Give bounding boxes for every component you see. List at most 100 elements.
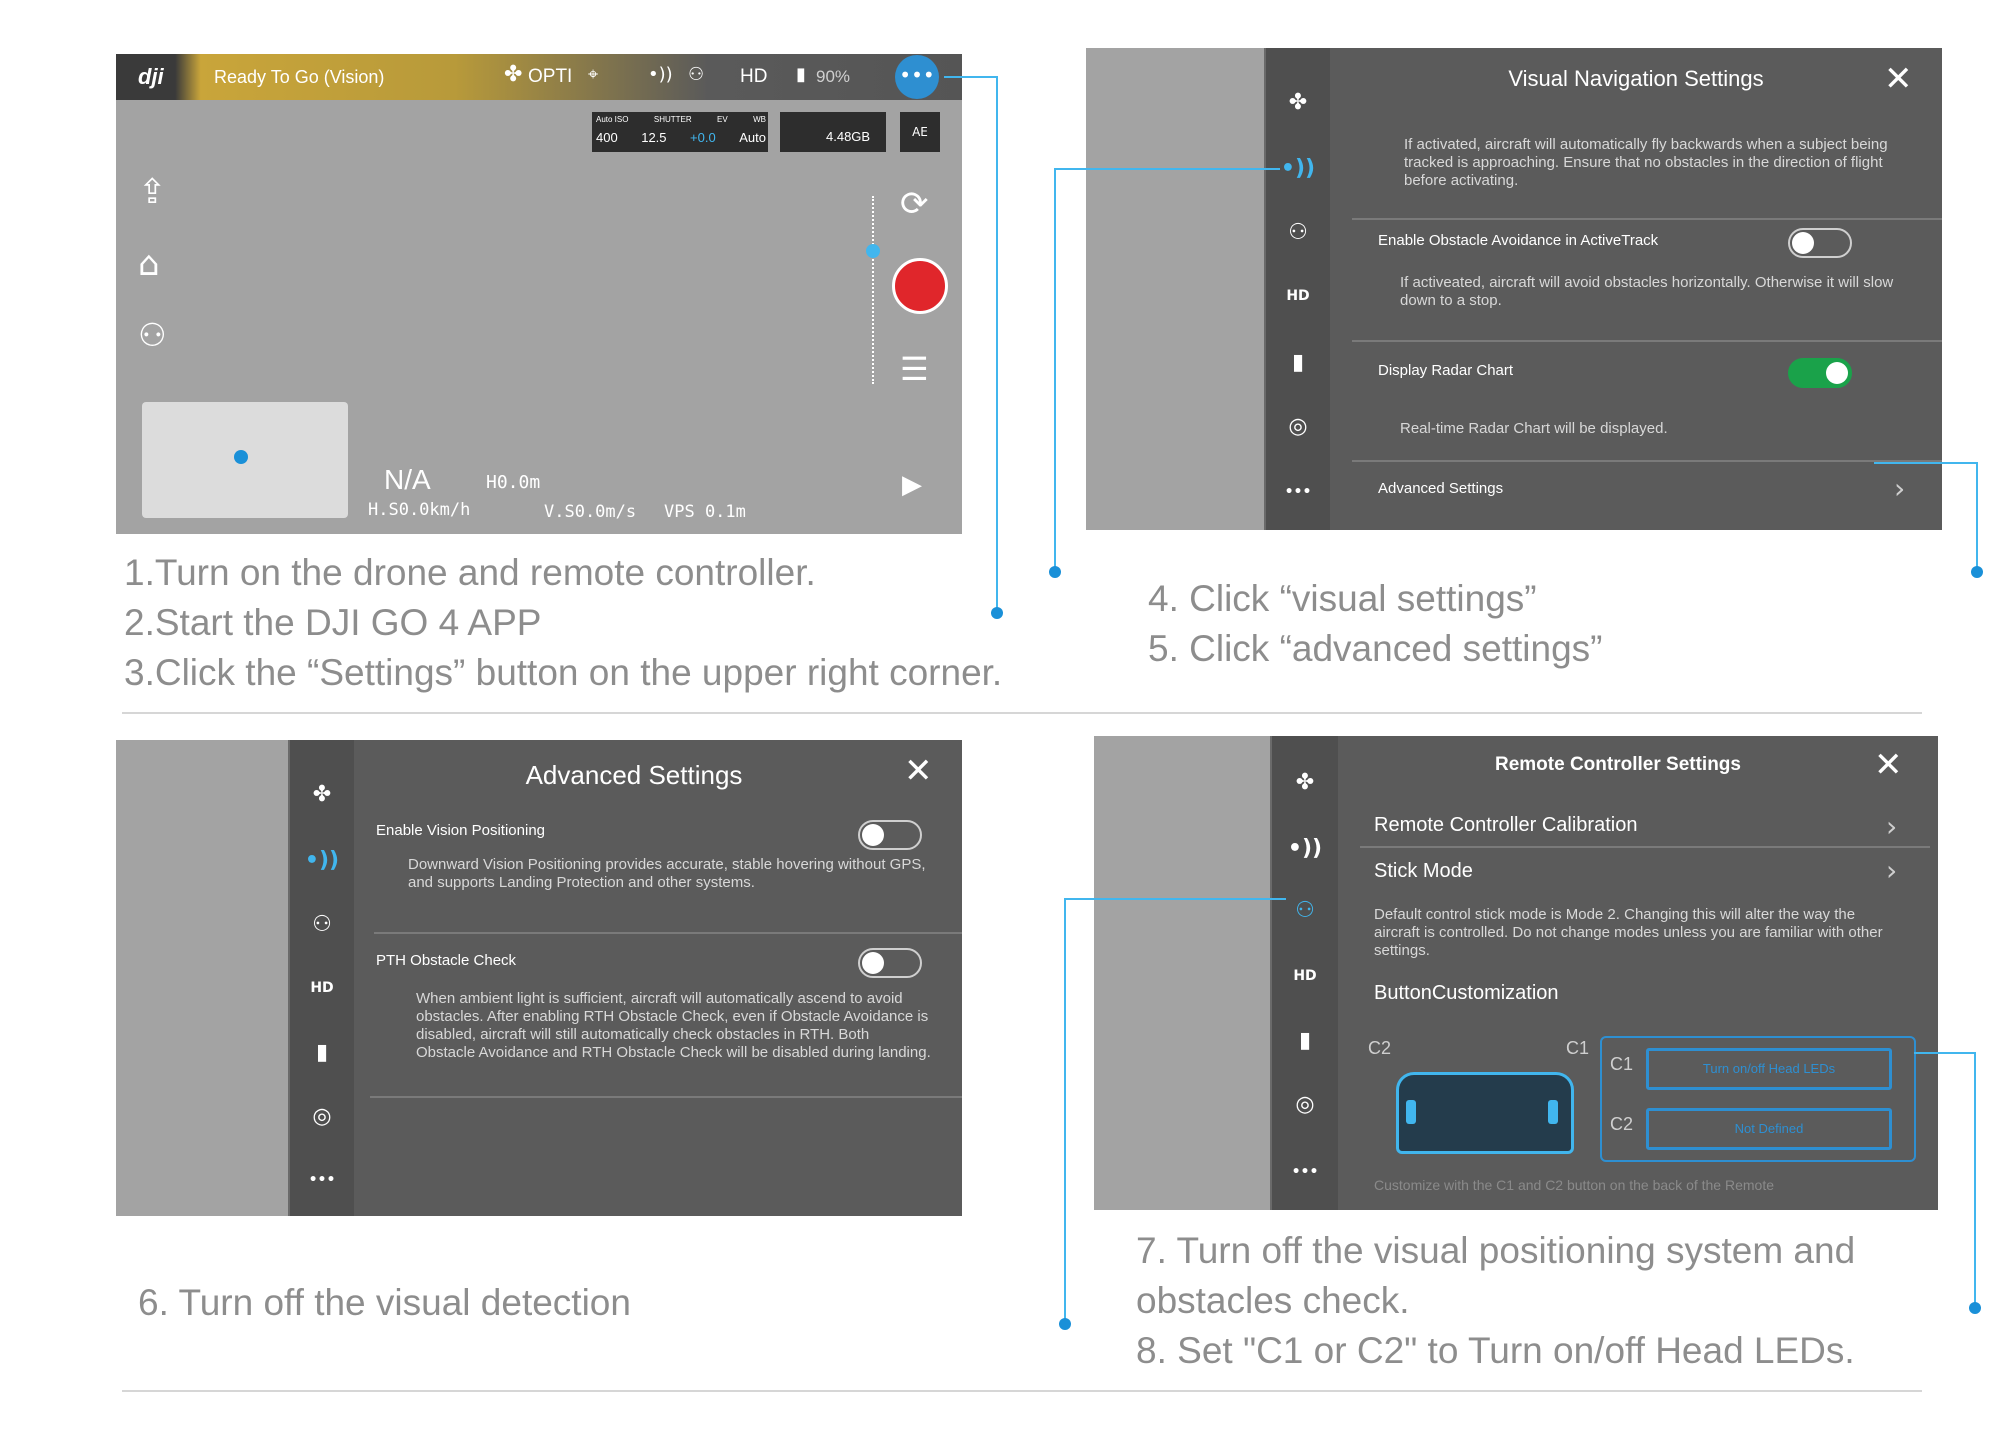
return-home-icon[interactable]: ⌂ <box>138 244 160 284</box>
close-icon[interactable]: ✕ <box>1884 59 1913 99</box>
ae-label: AE <box>912 125 928 139</box>
ev-header: EV <box>717 115 728 124</box>
remote-controller-icon[interactable]: ⚇ <box>1295 898 1315 923</box>
storage-value: 4.48GB <box>826 129 871 144</box>
pth-obstacle-desc: When ambient light is sufficient, aircra… <box>416 990 931 1061</box>
caption-step-6: 6. Turn off the visual detection <box>138 1282 631 1323</box>
ae-lock-button[interactable]: AE <box>900 112 940 152</box>
chevron-right-icon[interactable]: › <box>1886 854 1898 887</box>
gps-signal-icon: ⌖ <box>588 64 599 85</box>
more-icon[interactable]: ••• <box>1284 484 1312 500</box>
battery-icon[interactable]: ▮ <box>1298 1028 1312 1053</box>
section-divider-2 <box>122 1390 1922 1392</box>
remote-controller-icon[interactable]: ⚇ <box>138 316 167 354</box>
hd-icon[interactable]: HD <box>1293 968 1317 984</box>
callout-line-1-v <box>996 76 998 610</box>
mini-map[interactable] <box>142 402 348 518</box>
caption-steps-7-8: 7. Turn off the visual positioning syste… <box>1136 1226 1976 1376</box>
divider <box>1352 460 1942 462</box>
settings-more-button[interactable]: ••• <box>895 55 939 99</box>
callout-line-4 <box>1064 898 1286 900</box>
hd-icon[interactable]: HD <box>310 980 334 996</box>
caption-step-4: 4. Click “visual settings” <box>1148 578 1537 619</box>
playback-icon[interactable]: ▶ <box>902 470 922 500</box>
visual-navigation-settings-panel: Visual Navigation Settings ✕ If activate… <box>1330 48 1942 530</box>
obstacle-avoidance-label: Enable Obstacle Avoidance in ActiveTrack <box>1378 232 1659 249</box>
callout-line-5-v <box>1974 1052 1976 1306</box>
button-mapping-box: C1 Turn on/off Head LEDs C2 Not Defined <box>1600 1036 1916 1162</box>
caption-steps-4-5: 4. Click “visual settings” 5. Click “adv… <box>1148 574 1948 674</box>
radar-chart-toggle[interactable] <box>1788 358 1852 388</box>
vision-icon[interactable]: •)) <box>1280 156 1316 181</box>
close-icon[interactable]: ✕ <box>904 751 933 791</box>
caption-steps-1-3: 1.Turn on the drone and remote controlle… <box>124 548 1084 698</box>
rc-body-icon <box>1396 1072 1574 1154</box>
record-button-icon[interactable] <box>892 258 948 314</box>
callout-dot-1 <box>991 607 1003 619</box>
c1-label: C1 <box>1610 1054 1634 1074</box>
hd-icon[interactable]: HD <box>1286 288 1310 304</box>
more-icon[interactable]: ••• <box>308 1172 336 1188</box>
advanced-settings-panel: Advanced Settings ✕ Enable Vision Positi… <box>354 740 962 1216</box>
button-customization-label: ButtonCustomization <box>1374 982 1559 1004</box>
vision-positioning-toggle[interactable] <box>858 820 922 850</box>
remote-controller-icon[interactable]: ⚇ <box>1288 220 1308 245</box>
vision-icon[interactable]: •)) <box>304 848 340 873</box>
divider <box>370 1096 962 1098</box>
gimbal-icon[interactable]: ◎ <box>1288 414 1308 439</box>
zoom-slider[interactable] <box>872 196 876 384</box>
more-icon[interactable]: ••• <box>1291 1164 1319 1180</box>
advanced-settings-link[interactable]: Advanced Settings <box>1378 480 1504 497</box>
storage-box: 4.48GB <box>780 112 886 152</box>
vision-positioning-label: Enable Vision Positioning <box>376 822 546 839</box>
gimbal-icon[interactable]: ◎ <box>1295 1092 1315 1117</box>
callout-line-1 <box>944 76 998 78</box>
customize-footer: Customize with the C1 and C2 button on t… <box>1374 1177 1775 1193</box>
aircraft-icon[interactable]: ✤ <box>312 782 332 807</box>
gimbal-icon[interactable]: ◎ <box>312 1104 332 1129</box>
caption-step-3: 3.Click the “Settings” button on the upp… <box>124 652 1003 693</box>
callout-dot-4 <box>1059 1318 1071 1330</box>
c2-function-select[interactable]: Not Defined <box>1646 1108 1892 1150</box>
shutter-header: SHUTTER <box>653 115 692 124</box>
takeoff-icon[interactable]: ⇪ <box>138 172 167 212</box>
radar-chart-desc: Real-time Radar Chart will be displayed. <box>1400 420 1668 437</box>
battery-icon[interactable]: ▮ <box>315 1040 329 1065</box>
vps-readout: VPS 0.1m <box>664 502 746 522</box>
chevron-right-icon[interactable]: › <box>1894 472 1906 505</box>
radar-chart-label: Display Radar Chart <box>1378 362 1514 379</box>
c1-function-select[interactable]: Turn on/off Head LEDs <box>1646 1048 1892 1090</box>
aircraft-icon[interactable]: ✤ <box>1288 90 1308 115</box>
divider <box>374 932 962 934</box>
vision-signal-icon: •)) <box>648 64 673 85</box>
top-status-bar: dji Ready To Go (Vision) ✤ OPTI ⌖ •)) ⚇ … <box>116 54 962 100</box>
camera-params-box: Auto ISO SHUTTER EV WB 400 12.5 +0.0 Aut… <box>592 112 768 152</box>
callout-line-3-v <box>1976 462 1978 570</box>
panel-title: Visual Navigation Settings <box>1508 66 1764 91</box>
vision-icon[interactable]: •)) <box>1287 836 1323 861</box>
chevron-right-icon[interactable]: › <box>1886 810 1898 843</box>
c2-label: C2 <box>1610 1114 1634 1134</box>
callout-dot-3 <box>1971 566 1983 578</box>
aircraft-icon[interactable]: ✤ <box>1295 770 1315 795</box>
callout-line-4-v <box>1064 898 1066 1322</box>
iso-header: Auto ISO <box>596 115 629 124</box>
stick-mode-link[interactable]: Stick Mode <box>1374 860 1473 882</box>
shutter-value: 12.5 <box>641 130 667 145</box>
rc-c2-button <box>1406 1100 1416 1124</box>
wb-header: WB <box>753 115 766 124</box>
pth-obstacle-toggle[interactable] <box>858 948 922 978</box>
rc-calibration-link[interactable]: Remote Controller Calibration <box>1374 814 1638 836</box>
camera-settings-icon[interactable]: ☰ <box>900 350 929 388</box>
obstacle-avoidance-toggle[interactable] <box>1788 228 1852 258</box>
camera-switch-icon[interactable]: ⟳ <box>900 184 929 224</box>
rc-backdrop <box>1094 736 1274 1210</box>
callout-line-5 <box>1914 1052 1976 1054</box>
flight-status-text: Ready To Go (Vision) <box>214 67 385 87</box>
battery-icon[interactable]: ▮ <box>1291 350 1305 375</box>
remote-controller-icon[interactable]: ⚇ <box>312 912 332 937</box>
obstacle-avoidance-desc: If activeated, aircraft will avoid obsta… <box>1400 274 1894 309</box>
close-icon[interactable]: ✕ <box>1874 745 1903 785</box>
zoom-slider-handle[interactable] <box>866 244 880 258</box>
battery-percent: 90% <box>816 67 851 86</box>
